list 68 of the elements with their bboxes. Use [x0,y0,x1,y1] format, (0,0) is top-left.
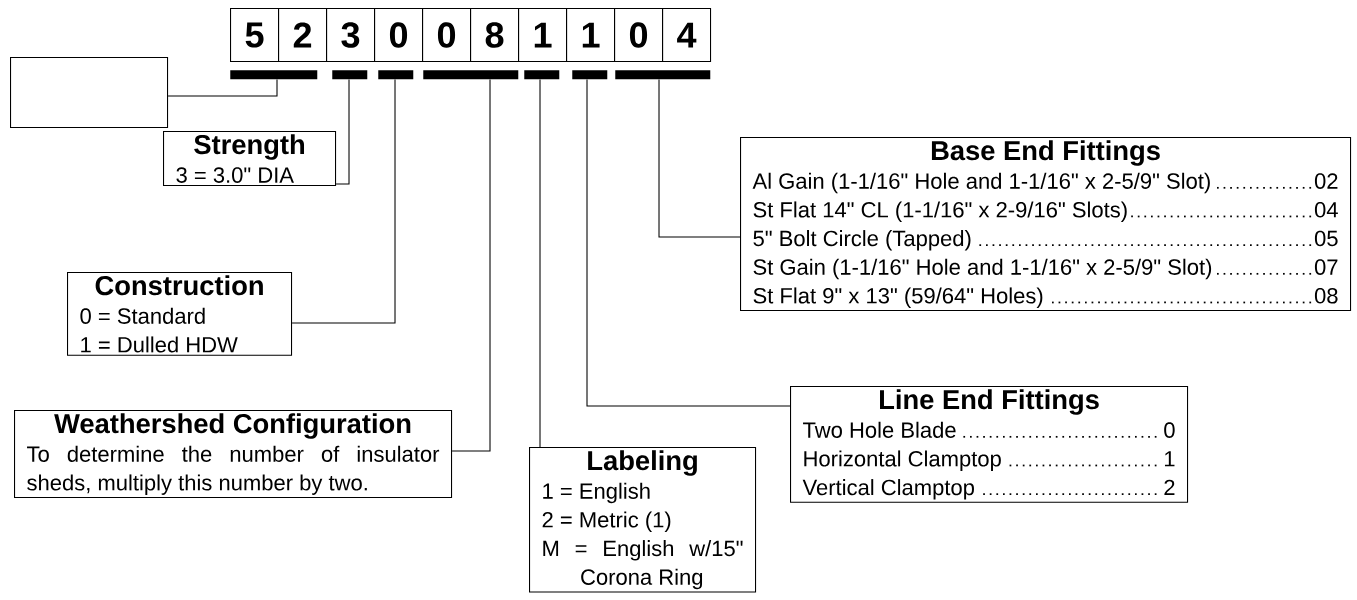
key-box [790,386,1189,503]
segment-bar [572,70,608,80]
digit-cell: 0 [614,8,664,63]
digit-cell: 0 [422,8,472,63]
segment-bar [615,70,711,80]
node-label: St Flat 9" x 13" (59/64" Holes) [753,287,1043,308]
node-label: Vertical Clamptop [802,479,974,500]
leader-line [539,79,541,448]
node-label: Two Hole Blade [803,421,956,438]
leader-line [586,79,791,407]
code-row: 2 = Metric (1) [542,511,671,532]
node-label: Al Gain (1-1/16" Hole and 1-1/16" x 2-5/9" Slot) [752,172,1210,194]
box-heading: Weathershed Configuration [54,413,411,439]
digit-cell: 1 [518,8,568,63]
empty-box [10,57,169,129]
leader-line [167,79,278,97]
code-row: Two Hole Blade 0 [803,421,1175,439]
node-label: St Flat 14" CL (1-1/16" x 2-9/16" Slots) [753,201,1127,222]
node-label: 04 [1314,201,1338,218]
node-label: 02 [1314,173,1338,189]
node-label: 07 [1314,259,1338,275]
node-label: Horizontal Clamptop [804,450,1001,471]
node-label: 5" Bolt Circle (Tapped) [753,230,971,251]
digit-cell: 3 [326,8,376,63]
description-text: To determine the number of insulator sheds, multiply this number by two. [27,445,440,495]
key-box [163,131,337,187]
code-row: Horizontal Clamptop 1 [804,450,1175,471]
segment-bar [423,70,519,80]
key-box [67,272,293,356]
code-row: M = English w/15" Corona Ring [543,540,743,590]
code-row: 0 = Standard [80,307,205,324]
node-label: St Gain (1-1/16" Hole and 1-1/16" x 2-5/9" Slot) [753,258,1212,280]
code-row: 1 = Dulled HDW [81,336,238,353]
code-row: St Gain (1-1/16" Hole and 1-1/16" x 2-5/9" Slot) 07 [753,258,1338,280]
code-row: St Flat 14" CL (1-1/16" x 2-9/16" Slots) 04 [753,201,1338,222]
box-heading: Strength [194,134,304,160]
key-box [740,137,1352,312]
node-label: 05 [1314,230,1338,247]
code-row: St Flat 9" x 13" (59/64" Holes) 08 [753,287,1338,308]
code-row: Al Gain (1-1/16" Hole and 1-1/16" x 2-5/9" Slot) 02 [752,172,1338,194]
box-heading: Labeling [588,450,697,476]
box-heading: Base End Fittings [931,140,1160,166]
leader-line [451,79,491,452]
leader-line [658,79,741,238]
node-label: 1 [1164,451,1175,467]
node-label: 0 [1164,422,1175,438]
leader-line [291,79,396,324]
digit-cell: 0 [374,8,424,63]
node-label: 2 [1164,479,1175,496]
digit-cell: 1 [566,8,616,63]
box-heading: Construction [95,275,263,296]
key-box [14,410,453,499]
box-heading: Line End Fittings [880,389,1099,415]
digit-cell: 8 [470,8,520,63]
code-row: 5" Bolt Circle (Tapped) 05 [753,230,1338,251]
segment-bar [332,70,368,80]
digit-cell: 4 [662,8,712,63]
digit-cell: 2 [278,8,328,63]
key-box [529,447,757,593]
node-label: 08 [1314,287,1338,304]
code-row: Vertical Clamptop 2 [802,479,1175,500]
segment-bar [378,70,414,80]
leader-line [335,79,350,185]
segment-bar [230,70,318,80]
segment-bar [524,70,560,80]
code-row: 1 = English [543,482,650,504]
code-row: 3 = 3.0" DIA [176,167,294,183]
digit-cell: 5 [230,8,280,63]
